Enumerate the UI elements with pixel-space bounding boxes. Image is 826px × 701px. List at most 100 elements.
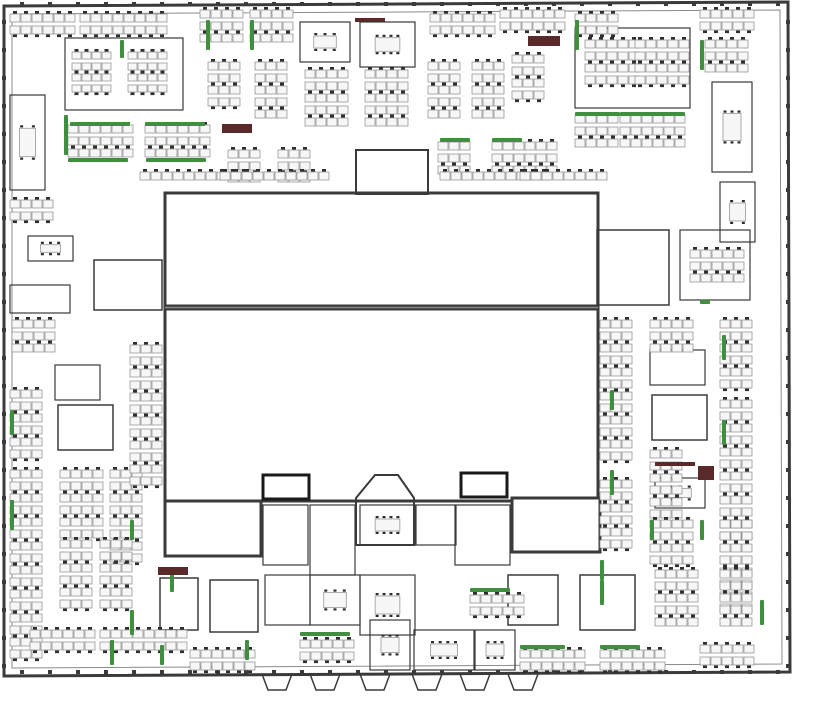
desk <box>29 629 41 639</box>
desk <box>522 54 534 64</box>
facade-mullion <box>2 216 6 220</box>
chair <box>545 670 549 674</box>
desk <box>682 343 694 353</box>
desk <box>730 617 742 627</box>
desk <box>42 13 54 23</box>
chair <box>503 7 507 10</box>
chair <box>603 437 607 440</box>
desk <box>337 117 349 127</box>
chair <box>621 37 625 40</box>
chair <box>375 531 379 534</box>
chair <box>57 11 61 14</box>
desk <box>671 555 683 565</box>
chair <box>723 110 727 113</box>
chair <box>455 11 459 14</box>
chair <box>389 52 393 55</box>
desk <box>733 249 745 259</box>
desk <box>634 51 646 61</box>
desk <box>595 51 607 61</box>
desk <box>484 25 496 35</box>
desk <box>33 319 45 329</box>
chair <box>588 84 592 88</box>
chair <box>214 7 218 10</box>
chair <box>96 538 100 542</box>
chair <box>133 390 137 393</box>
chair <box>645 136 649 139</box>
chair <box>211 59 215 62</box>
desk <box>299 161 311 171</box>
chair <box>500 656 504 659</box>
desk <box>563 649 575 659</box>
chair <box>281 147 285 150</box>
desk <box>131 493 143 503</box>
desk <box>491 594 503 604</box>
chair <box>308 91 312 94</box>
desk <box>491 606 503 616</box>
chair <box>269 107 273 110</box>
desk <box>439 171 451 181</box>
planter <box>700 40 704 70</box>
chair <box>395 653 399 656</box>
chair <box>83 11 87 14</box>
desk <box>533 90 545 100</box>
desk <box>641 138 653 148</box>
desk <box>33 343 45 353</box>
desk <box>660 543 672 553</box>
chair <box>85 467 89 470</box>
desk <box>606 51 618 61</box>
chair <box>567 169 571 172</box>
chair <box>280 107 284 110</box>
desk <box>144 148 156 158</box>
desk <box>157 73 168 82</box>
desk <box>140 416 152 426</box>
desk <box>732 21 744 31</box>
chair <box>226 670 230 674</box>
chair <box>453 83 457 86</box>
desk <box>730 605 742 615</box>
desk <box>654 617 666 627</box>
chair <box>20 125 24 128</box>
desk <box>151 404 163 414</box>
desk <box>733 261 745 271</box>
planter <box>110 640 114 665</box>
room-outline <box>415 504 457 546</box>
courtyard-notch-left <box>163 499 263 558</box>
chair <box>599 37 603 40</box>
chair <box>497 107 501 110</box>
chair <box>745 615 749 618</box>
desk <box>427 109 439 119</box>
chair <box>578 11 582 14</box>
chair <box>135 562 139 566</box>
desk <box>741 367 753 377</box>
desk <box>621 331 633 341</box>
desk <box>31 517 43 527</box>
rooms <box>9 21 756 671</box>
chair <box>567 670 571 674</box>
desk <box>730 423 742 433</box>
chair <box>714 665 718 669</box>
room-outline <box>474 629 516 671</box>
facade-mullion <box>786 664 790 668</box>
desk <box>375 69 387 79</box>
chair <box>734 469 738 472</box>
desk <box>91 73 102 82</box>
desk <box>129 344 141 354</box>
desk <box>343 651 355 661</box>
desk <box>326 81 338 91</box>
desk <box>31 613 43 623</box>
facade-mullion <box>20 2 24 6</box>
desk <box>188 148 200 158</box>
chair <box>155 366 159 369</box>
chair <box>745 567 749 570</box>
chair <box>125 585 129 588</box>
chair <box>614 389 618 392</box>
chair <box>155 485 159 489</box>
chair <box>144 485 148 489</box>
chair <box>125 561 129 564</box>
chair <box>48 317 52 320</box>
desk <box>70 539 82 549</box>
desk <box>645 75 657 85</box>
desk <box>543 9 555 19</box>
chair <box>686 564 690 568</box>
desk <box>522 90 534 100</box>
